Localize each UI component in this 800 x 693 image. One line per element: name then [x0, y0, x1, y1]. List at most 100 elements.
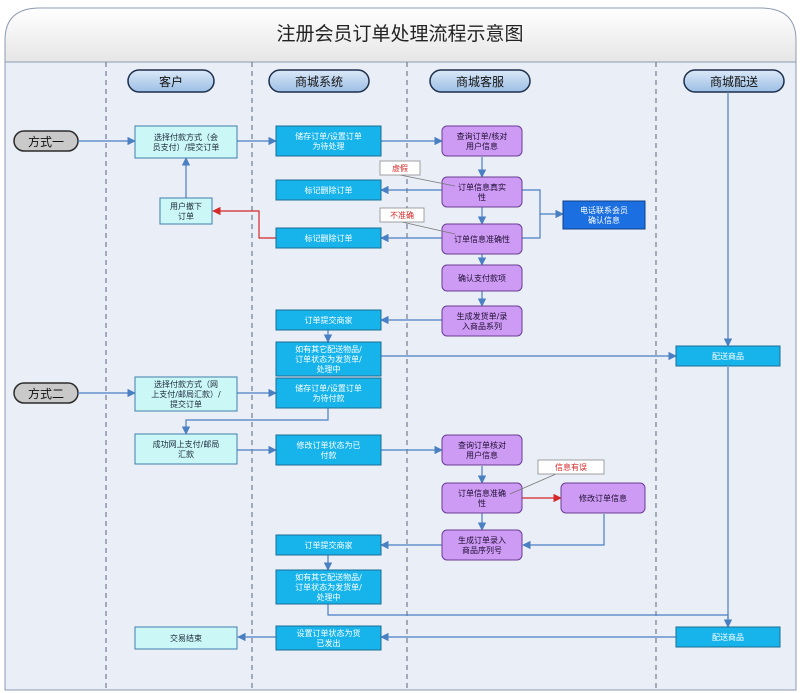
flow-node-text: 修改订单信息 [579, 493, 627, 503]
flow-node-box [275, 569, 382, 605]
flow-node-text: 储存订单/设置订单 [295, 131, 362, 141]
flow-node-text: 订单信息准确 [458, 488, 506, 498]
annotation-note-n3: 信息有误 [509, 459, 605, 495]
flow-node-text: 如有其它配送物品/ [295, 572, 362, 582]
flow-node-box [441, 125, 523, 157]
flow-node-text: 配送商品 [712, 632, 744, 642]
flow-node-box [441, 434, 523, 466]
flow-node-text: 用户信息 [466, 450, 498, 460]
flow-node-text: 用户信息 [466, 141, 498, 151]
method-two-label: 方式二 [28, 386, 64, 401]
flow-node-box [675, 626, 781, 648]
lane-header-customer [127, 69, 215, 93]
lane-header-delivery-label: 商城配送 [710, 74, 758, 89]
page-title: 注册会员订单处理流程示意图 [276, 23, 523, 45]
flow-node-text: 订单状态为发货单/ [295, 354, 362, 364]
flow-node-box [275, 227, 382, 249]
flow-node-v4: 确认支付款项 [441, 264, 523, 292]
flow-node-text: 订单状态为发货单/ [295, 582, 362, 592]
flow-node-box [275, 125, 382, 157]
flow-node-text: 性 [478, 498, 486, 508]
flow-node-box [275, 434, 382, 466]
flow-node-text: 订单提交商家 [305, 540, 353, 550]
lane-header-service [429, 69, 531, 93]
flow-node-text: 选择付款方式（网 [154, 379, 218, 389]
red-connectors [212, 206, 562, 503]
flow-node-box [275, 179, 382, 201]
flow-node-s3: 标记删除订单 [275, 227, 382, 249]
flow-node-v8: 修改订单信息 [560, 482, 646, 514]
flow-node-text: 确认支付款项 [458, 273, 506, 283]
title-header [4, 7, 797, 63]
annotation-text: 不准确 [390, 210, 414, 220]
annotation-leader [509, 473, 557, 495]
flow-node-text: 为待付款 [313, 393, 345, 403]
flow-node-box [441, 482, 523, 514]
flow-node-text: 生成订单录入 [458, 535, 506, 545]
method-one-label: 方式一 [28, 134, 64, 149]
flow-node-text: 查询订单核对 [458, 440, 506, 450]
flow-node-text: 为待处理 [313, 141, 345, 151]
annotation-box [537, 459, 605, 475]
annotation-note-n2: 不准确 [379, 207, 456, 235]
flow-node-box [134, 433, 238, 465]
flow-node-box [159, 197, 213, 225]
flow-node-text: 标记删除订单 [305, 185, 353, 195]
flow-node-box [275, 534, 382, 556]
flow-node-text: 处理中 [317, 592, 341, 602]
flow-node-d1: 配送商品 [675, 345, 781, 367]
flow-node-text: 修改订单状态为已 [297, 440, 361, 450]
flow-node-text: 确认信息 [588, 215, 620, 225]
flow-node-box [560, 482, 646, 514]
flow-node-box [134, 125, 238, 159]
flow-node-text: 生成发货单/录 [457, 311, 508, 321]
flow-node-text: 汇款 [178, 449, 194, 459]
flow-node-c5: 交易结束 [134, 626, 238, 650]
flow-node-s2: 标记删除订单 [275, 179, 382, 201]
connectors [78, 92, 733, 642]
diagram-background [4, 61, 797, 691]
lane-header-system [268, 69, 370, 93]
flow-node-box [441, 223, 523, 255]
flow-node-c3: 选择付款方式（网上支付/邮局汇款）/提交订单 [134, 376, 238, 412]
flow-node-text: 付款 [321, 450, 337, 460]
lane-header-service-label: 商城客服 [456, 74, 504, 89]
flow-node-text: 员支付）/提交订单 [153, 142, 220, 152]
flow-node-text: 已发出 [317, 638, 341, 648]
flow-node-text: 成功网上支付/邮局 [153, 439, 220, 449]
flow-node-box [441, 264, 523, 292]
flow-node-v7: 订单信息准确性 [441, 482, 523, 514]
flow-node-text: 提交订单 [170, 399, 202, 409]
flow-node-text: 订单信息真实 [458, 182, 506, 192]
flow-node-text: 商品序列号 [462, 545, 502, 555]
flow-node-text: 设置订单状态为货 [297, 628, 361, 638]
annotation-leader [401, 221, 456, 235]
flow-node-text: 入商品系列 [462, 321, 502, 331]
flow-node-box [441, 305, 523, 337]
flow-node-box [134, 376, 238, 412]
flow-node-text: 选择付款方式（会 [154, 132, 218, 142]
flow-node-text: 如有其它配送物品/ [295, 344, 362, 354]
flow-node-text: 订单 [178, 211, 194, 221]
flow-node-box [675, 345, 781, 367]
flow-node-text: 查询订单/核对 [457, 131, 508, 141]
annotation-box [379, 160, 421, 176]
flow-node-s8: 订单提交商家 [275, 534, 382, 556]
flow-node-text: 交易结束 [170, 633, 202, 643]
flow-node-text: 处理中 [317, 364, 341, 374]
lane-header-system-label: 商城系统 [295, 74, 343, 89]
flow-node-s5: 如有其它配送物品/订单状态为发货单/处理中 [275, 341, 382, 377]
annotation-box [379, 207, 425, 223]
annotation-leader [399, 174, 456, 187]
flow-node-box [134, 626, 238, 650]
